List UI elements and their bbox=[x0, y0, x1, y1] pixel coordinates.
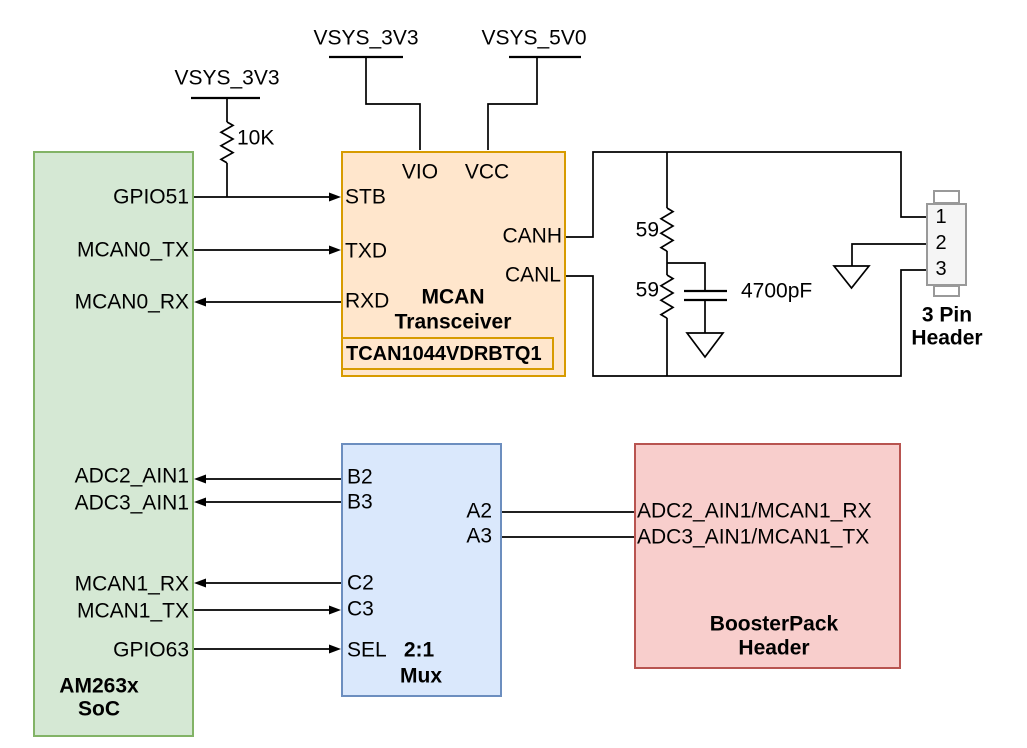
arrowhead-right bbox=[329, 192, 341, 202]
wire-rxd-mcan0rx bbox=[194, 297, 341, 307]
3pin-header-label-line2: Header bbox=[911, 326, 983, 350]
transceiver-title-line2: Transceiver bbox=[394, 310, 512, 334]
wire-gpio63-sel bbox=[194, 644, 341, 654]
arrowhead-left bbox=[194, 297, 206, 307]
ground-symbol bbox=[832, 265, 871, 290]
transceiver-part-number-box bbox=[341, 337, 554, 370]
net-label-vsys5v0-vcc: VSYS_5V0 bbox=[481, 26, 587, 50]
arrowhead-right bbox=[329, 644, 341, 654]
mux-pin-c3: C3 bbox=[347, 597, 374, 621]
mux-pin-b2: B2 bbox=[347, 465, 373, 489]
boosterpack-title-line1: BoosterPack bbox=[709, 612, 839, 636]
transceiver-pin-stb: STB bbox=[345, 185, 386, 209]
wire bbox=[365, 57, 421, 150]
vio-power-wire bbox=[329, 55, 421, 150]
net-label-vsys3v3-vio: VSYS_3V3 bbox=[313, 26, 419, 50]
vcc-power-wire bbox=[487, 55, 581, 150]
wire bbox=[566, 151, 926, 238]
arrowhead-left bbox=[194, 497, 206, 507]
resistor-10k-symbol bbox=[219, 121, 235, 164]
wire-mcan0tx-txd bbox=[194, 245, 341, 255]
transceiver-pin-canl: CANL bbox=[504, 263, 561, 287]
wire bbox=[851, 243, 926, 266]
mux-title-line1: 2:1 bbox=[403, 638, 435, 662]
wire bbox=[566, 269, 926, 377]
transceiver-pin-canh: CANH bbox=[502, 224, 562, 248]
soc-pin-adc2-ain1: ADC2_AIN1 bbox=[74, 464, 189, 488]
wire bbox=[667, 262, 706, 291]
mux-pin-sel: SEL bbox=[347, 638, 387, 662]
resistor-59-bottom-symbol bbox=[659, 274, 675, 319]
3pin-header-pin1: 1 bbox=[935, 206, 947, 228]
mux-pin-b3: B3 bbox=[347, 490, 373, 514]
mux-block bbox=[341, 443, 502, 697]
net-label-vsys3v3-pullup: VSYS_3V3 bbox=[174, 66, 280, 90]
arrowhead-right bbox=[329, 605, 341, 615]
3pin-header-pin2: 2 bbox=[935, 232, 947, 254]
wire-canh-loop bbox=[566, 151, 926, 238]
soc-pin-gpio63: GPIO63 bbox=[113, 638, 189, 662]
mux-pin-a2: A2 bbox=[466, 499, 492, 523]
value-pullup-resistor: 10K bbox=[237, 126, 275, 150]
transceiver-pin-vio: VIO bbox=[401, 160, 439, 184]
value-split-capacitor: 4700pF bbox=[741, 279, 813, 303]
boosterpack-title-line2: Header bbox=[738, 636, 810, 660]
pullup-network bbox=[191, 96, 260, 197]
boosterpack-signal-row1: ADC2_AIN1/MCAN1_RX bbox=[637, 499, 872, 523]
value-term-resistor-bottom: 59 bbox=[635, 278, 659, 302]
3pin-header-pin3: 3 bbox=[935, 258, 947, 280]
transceiver-part-number: TCAN1044VDRBTQ1 bbox=[346, 343, 542, 365]
header-pin2-ground bbox=[832, 243, 926, 290]
wire bbox=[487, 57, 538, 150]
ground-symbol bbox=[685, 332, 725, 359]
3pin-header-body bbox=[926, 203, 967, 286]
transceiver-pin-txd: TXD bbox=[345, 239, 387, 263]
arrowhead-right bbox=[329, 245, 341, 255]
soc-title-line1: AM263x bbox=[59, 674, 139, 698]
soc-pin-mcan1-rx: MCAN1_RX bbox=[74, 572, 189, 596]
soc-pin-mcan0-tx: MCAN0_TX bbox=[76, 238, 189, 262]
mux-pin-a3: A3 bbox=[466, 524, 492, 548]
soc-pin-mcan1-tx: MCAN1_TX bbox=[76, 599, 189, 623]
transceiver-pin-rxd: RXD bbox=[345, 289, 390, 313]
boosterpack-signal-row2: ADC3_AIN1/MCAN1_TX bbox=[637, 525, 870, 549]
wire-canl-loop bbox=[566, 269, 926, 377]
mux-title-line2: Mux bbox=[400, 664, 442, 688]
wire-b2-adc2 bbox=[194, 474, 341, 484]
3pin-header-bottom-tab bbox=[933, 285, 960, 297]
wire-gpio51-stb bbox=[194, 192, 341, 202]
value-term-resistor-top: 59 bbox=[635, 218, 659, 242]
wire-c2-mcan1rx bbox=[194, 578, 341, 588]
3pin-header-label-line1: 3 Pin bbox=[921, 303, 973, 327]
wire-b3-adc3 bbox=[194, 497, 341, 507]
soc-pin-mcan0-rx: MCAN0_RX bbox=[74, 290, 189, 314]
transceiver-title-line1: MCAN bbox=[421, 285, 485, 309]
wire-mcan1tx-c3 bbox=[194, 605, 341, 615]
arrowhead-left bbox=[194, 578, 206, 588]
mux-pin-c2: C2 bbox=[347, 571, 374, 595]
transceiver-pin-vcc: VCC bbox=[464, 160, 510, 184]
termination-resistors bbox=[659, 152, 675, 376]
boosterpack-header-block bbox=[634, 443, 901, 669]
arrowhead-left bbox=[194, 474, 206, 484]
soc-pin-gpio51: GPIO51 bbox=[113, 185, 189, 209]
soc-title-line2: SoC bbox=[78, 697, 120, 721]
am263x-soc-block bbox=[33, 151, 194, 737]
split-termination-capacitor bbox=[667, 262, 727, 359]
resistor-59-top-symbol bbox=[659, 207, 675, 252]
soc-pin-adc3-ain1: ADC3_AIN1 bbox=[74, 491, 189, 515]
